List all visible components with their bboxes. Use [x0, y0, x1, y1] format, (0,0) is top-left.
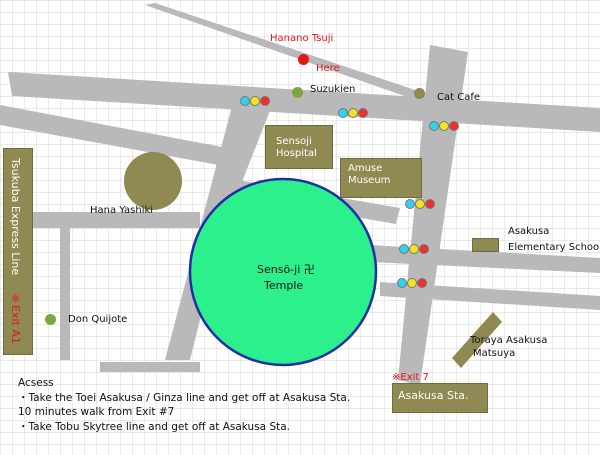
- exit-a1-label: ※Exit A1: [9, 292, 22, 344]
- toraya-label-1: Toraya Asakusa: [470, 335, 548, 346]
- access-line-1: ・Take the Toei Asakusa / Ginza line and …: [18, 391, 351, 404]
- access-info: Acsess ・Take the Toei Asakusa / Ginza li…: [18, 376, 350, 434]
- access-line-2: 10 minutes walk from Exit #7: [18, 406, 175, 418]
- exit-7-label: ※Exit 7: [392, 372, 429, 383]
- access-line-3: ・Take Tobu Skytree line and get off at A…: [18, 420, 291, 433]
- traffic-light-1: [240, 96, 270, 108]
- hana-yashiki-park: [124, 152, 182, 210]
- senso-ji-temple-area: [188, 177, 378, 367]
- toraya-label-2: Matsuya: [473, 348, 516, 359]
- toraya-building: [452, 312, 502, 368]
- road-west-short: [32, 212, 200, 228]
- suzukien-label: Suzukien: [310, 84, 356, 95]
- here-label: Here: [316, 63, 340, 74]
- road-diag-center: [205, 95, 275, 225]
- suzukien-dot: [292, 87, 303, 98]
- traffic-light-5: [399, 244, 429, 256]
- don-quijote-label: Don Quijote: [68, 314, 128, 325]
- access-heading: Acsess: [18, 377, 54, 389]
- temple-label-2: Temple: [264, 279, 304, 292]
- cat-cafe-dot: [414, 88, 425, 99]
- asakusa-sta-label: Asakusa Sta.: [398, 389, 469, 402]
- road-east-2: [380, 282, 600, 310]
- temple-label-1: Sensō-ji 卍: [257, 263, 315, 276]
- sensoji-hospital-building: [265, 125, 333, 169]
- road-south-stub: [100, 362, 200, 372]
- hana-yashiki-label: Hana Yashiki: [90, 205, 154, 216]
- asakusa-elementary-building: [472, 238, 499, 252]
- road-west-diag: [0, 105, 238, 168]
- traffic-light-3: [429, 121, 459, 133]
- amuse-museum-label: Amuse Museum: [348, 163, 391, 186]
- hanano-tsuji-label: Hanano Tsuji: [270, 33, 334, 44]
- sensoji-hospital-label: Sensoji Hospital: [276, 136, 317, 159]
- tsukuba-express-label: Tsukuba Express Line: [9, 158, 22, 276]
- traffic-light-4: [405, 199, 435, 211]
- road-west-vertical: [60, 228, 70, 360]
- elementary-school-label-1: Asakusa: [508, 226, 550, 237]
- traffic-light-2: [338, 108, 368, 120]
- amuse-museum-building: [340, 158, 422, 198]
- elementary-school-label-2: Elementary School.: [508, 242, 600, 253]
- don-quijote-dot: [45, 314, 56, 325]
- cat-cafe-label: Cat Cafe: [437, 92, 480, 103]
- here-marker: [298, 54, 309, 65]
- asakusa-station-building: [392, 383, 488, 413]
- traffic-light-6: [397, 278, 427, 290]
- tsukuba-express-bar: [3, 148, 33, 355]
